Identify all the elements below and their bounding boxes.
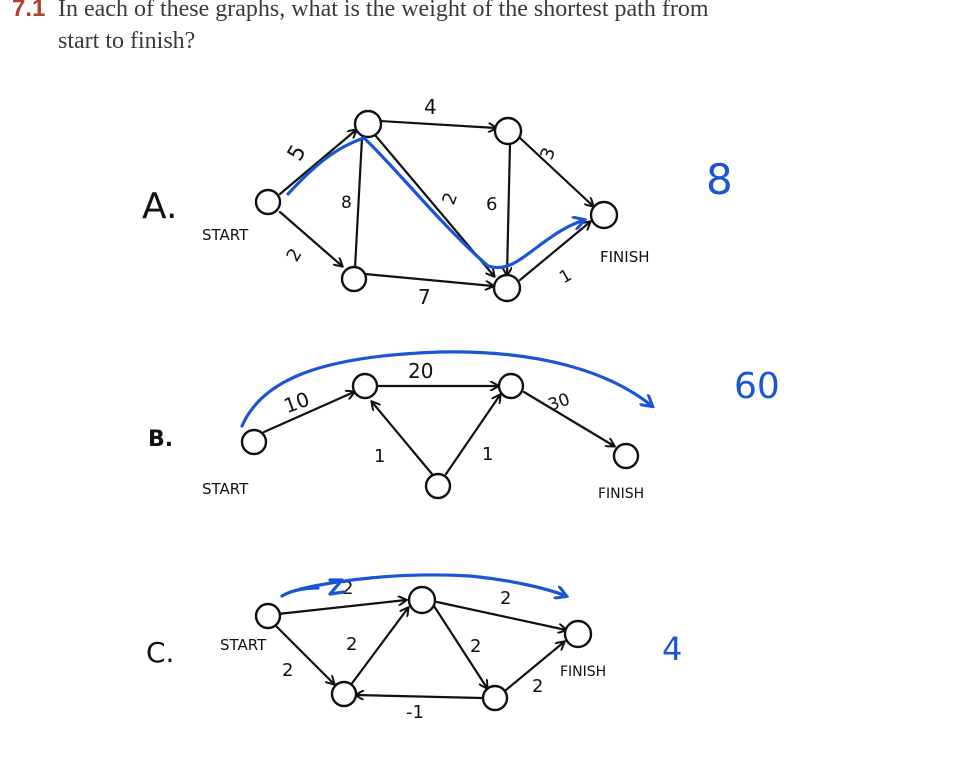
graph-a-node-top-left [353, 109, 383, 139]
question-number: 7.1 [12, 0, 45, 22]
graph-a-weight: 3 [536, 145, 560, 163]
graph-a-weight: 8 [341, 193, 352, 213]
graph-c-edge-start-bottom [274, 624, 334, 684]
graph-b-node-top-right [497, 372, 525, 400]
graph-a-node-start [254, 188, 282, 216]
graph-c-edge-start-top [276, 600, 406, 616]
graph-c-finish-label: FINISH [560, 664, 606, 680]
graph-b-edge-middle-up [372, 402, 434, 476]
graph-a: A. START FINISH 5 2 8 4 2 6 3 7 1 8 [142, 95, 733, 309]
graph-a-answer: 8 [706, 155, 733, 204]
graph-c-weight: 2 [500, 588, 511, 609]
graph-c-start-label: START [220, 636, 267, 654]
graph-b-label: B. [148, 427, 173, 452]
graph-a-edge-bottom [363, 272, 493, 286]
graph-a-edge-vertical-right [507, 141, 510, 275]
graph-a-node-bottom-right [492, 273, 522, 303]
graph-c-weight: -1 [406, 702, 424, 723]
graph-b-answer: 60 [734, 366, 780, 407]
graph-c-node-top [407, 585, 437, 615]
graph-c-edge-bottom-right-bottom-left [356, 695, 484, 698]
graph-c-edge-top-bottom-right [432, 604, 487, 688]
graph-c-edge-top-finish [435, 600, 566, 630]
graph-c-weight: 2 [342, 578, 353, 599]
graph-c: C. START FINISH 2 2 2 2 -1 2 2 4 [146, 573, 682, 723]
graph-a-weight: 4 [424, 95, 437, 119]
graph-b-edge-right-finish [522, 390, 614, 446]
graph-b-edge-middle-right [444, 395, 500, 476]
graph-a-node-bottom-left [340, 265, 368, 293]
graph-a-start-label: START [202, 226, 249, 244]
graph-a-weight: 2 [283, 245, 307, 265]
graph-b-weight: 20 [408, 359, 433, 383]
graph-a-edge-bottom-finish [518, 222, 590, 282]
graph-b-weight: 1 [482, 444, 493, 465]
graph-a-weight: 2 [438, 190, 462, 208]
graph-b-node-top-left [351, 372, 379, 400]
graph-c-weight: 2 [532, 676, 543, 697]
graph-c-label: C. [146, 636, 174, 669]
graph-a-weight: 7 [418, 285, 431, 309]
graph-a-weight: 6 [486, 194, 497, 215]
graph-a-weight: 5 [283, 141, 312, 166]
graph-a-shortest-path-annotation [286, 136, 584, 270]
graph-c-node-start [254, 602, 282, 630]
graph-b: B. START FINISH 10 20 1 1 30 60 [148, 350, 780, 502]
graph-a-edge-top [378, 119, 496, 128]
graph-b-start-label: START [202, 480, 249, 498]
graph-a-edge-start-top [278, 130, 356, 196]
graph-a-node-top-right [493, 116, 523, 146]
graph-c-edge-bottom-left-top [348, 608, 408, 688]
graph-b-edge-start-top [262, 392, 354, 434]
graph-c-weight: 2 [470, 636, 481, 657]
graph-a-edge-start-bottom [278, 210, 342, 266]
graph-c-weight: 2 [282, 660, 293, 681]
graph-c-edge-bottom-right-finish [504, 642, 564, 692]
question-text-line1: In each of these graphs, what is the wei… [58, 0, 709, 22]
graph-b-node-finish [612, 442, 640, 470]
graph-b-node-start [240, 428, 268, 456]
graph-a-label: A. [142, 186, 177, 227]
graph-c-node-bottom-left [330, 680, 358, 708]
graph-b-weight: 30 [546, 390, 573, 416]
graph-a-finish-label: FINISH [600, 248, 650, 266]
graph-c-node-bottom-right [481, 684, 509, 712]
graph-c-node-finish [563, 619, 593, 649]
graph-a-edge-vertical-left [353, 136, 364, 270]
graph-a-node-finish [589, 200, 619, 230]
graph-b-weight: 1 [374, 446, 385, 467]
graph-b-finish-label: FINISH [598, 486, 644, 502]
question-text-line2: start to finish? [58, 28, 195, 54]
graph-c-scribble-annotation [280, 578, 346, 598]
graph-c-weight: 2 [346, 634, 357, 655]
graph-b-node-bottom [424, 472, 452, 500]
graph-a-edge-top-finish [518, 136, 593, 206]
graph-c-path-annotation [298, 573, 566, 596]
graph-c-answer: 4 [662, 630, 682, 668]
graph-b-path-annotation [240, 350, 652, 428]
graph-a-weight: 1 [556, 265, 575, 288]
